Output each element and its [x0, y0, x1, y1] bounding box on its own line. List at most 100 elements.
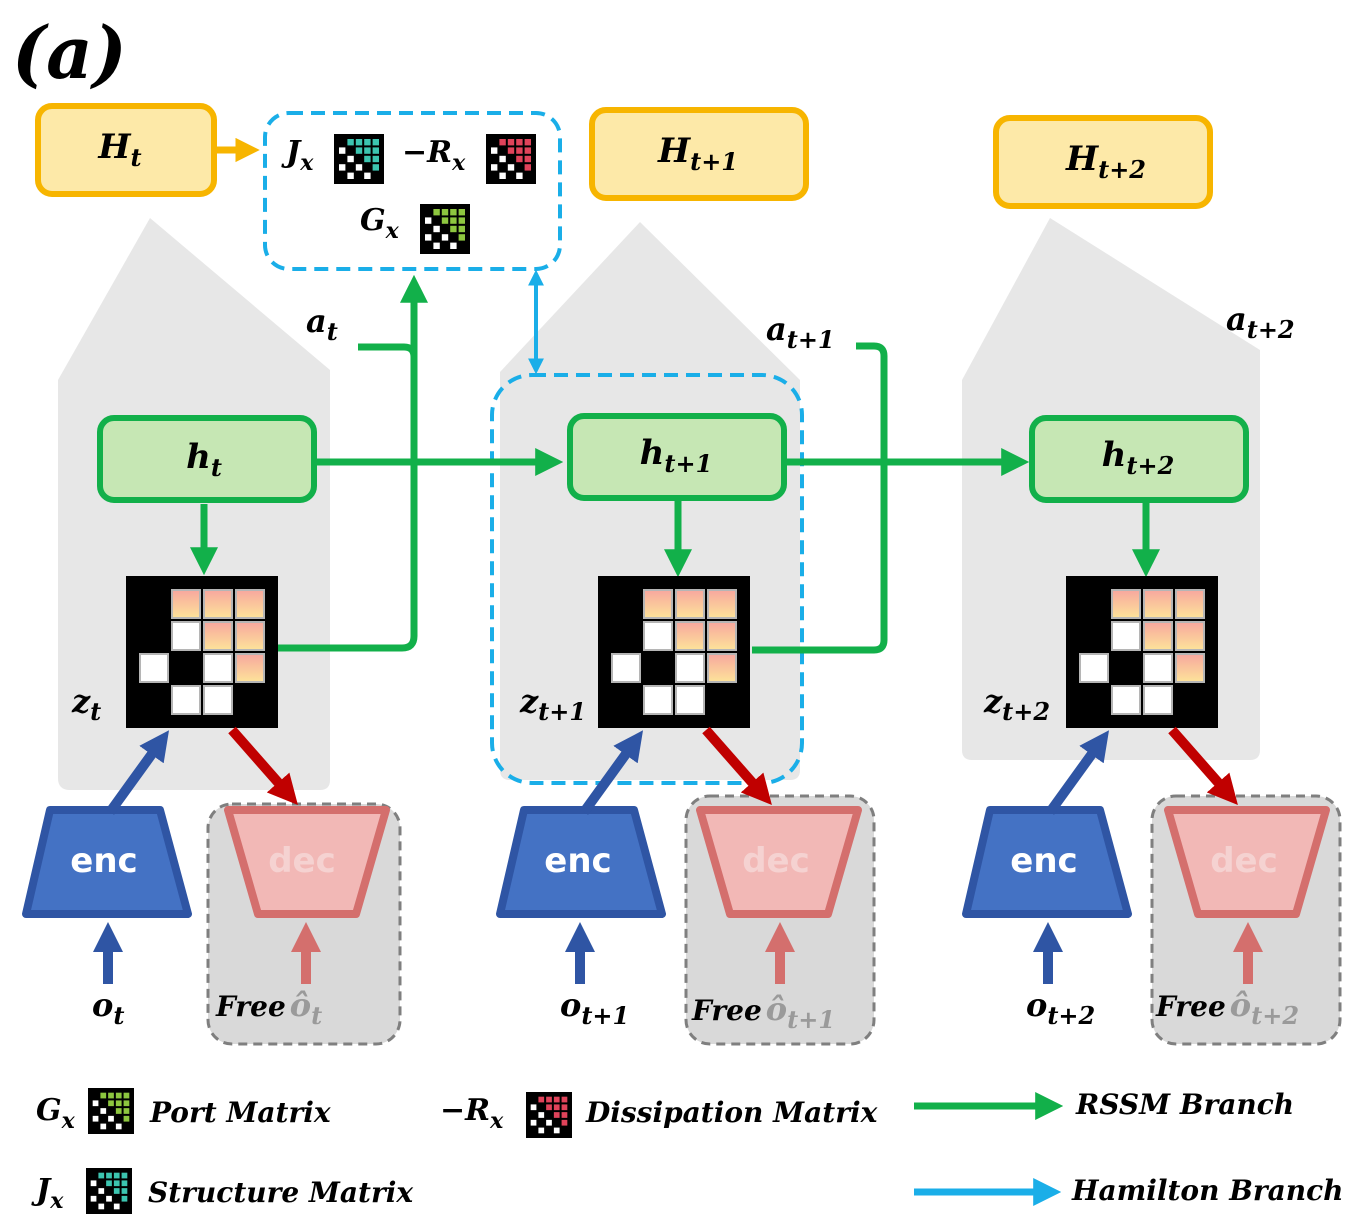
mini-matrix-cell [458, 209, 465, 216]
mini-matrix-cell [364, 147, 371, 154]
decoder-label-t2: dec [1210, 841, 1278, 881]
latent-cell [235, 653, 265, 683]
mini-matrix-cell [121, 1188, 128, 1194]
latent-cell [140, 686, 168, 714]
decoder-t1 [696, 806, 862, 918]
mini-matrix-cell [108, 1092, 114, 1099]
legend-structure-label: Structure Matrix [148, 1176, 413, 1209]
mini-matrix-cell [98, 1203, 105, 1210]
latent-cell [1143, 621, 1173, 651]
mini-matrix-cell [524, 139, 531, 146]
mini-matrix-cell [450, 209, 457, 216]
mini-matrix-cell [561, 1119, 568, 1126]
mini-matrix-cell [92, 1115, 99, 1122]
mini-matrix-cell [450, 217, 457, 224]
latent-label-t1: zt+1 [519, 682, 586, 726]
mini-matrix-cell [113, 1172, 120, 1179]
mini-matrix-cell [121, 1180, 128, 1187]
latent-cell [1080, 622, 1108, 650]
mini-matrix-cell [538, 1096, 545, 1103]
action-line-t [358, 343, 418, 358]
mini-matrix-cell [106, 1195, 112, 1202]
mini-matrix-cell [364, 155, 371, 163]
mini-matrix-cell [121, 1172, 128, 1179]
mini-matrix-cell [561, 1112, 568, 1118]
hamiltonian-label-t2: Ht+2 [1065, 139, 1146, 184]
mini-matrix-cell [347, 172, 354, 179]
mini-matrix-cell [561, 1104, 568, 1111]
mini-matrix-cell [553, 1127, 560, 1134]
mini-matrix-cell [100, 1123, 107, 1130]
latent-cell [1175, 621, 1205, 651]
latent-cell [140, 622, 168, 650]
latent-cell [707, 621, 737, 651]
latent-cell [612, 590, 640, 618]
latent-cell [644, 654, 672, 682]
latent-cell [140, 590, 168, 618]
mini-matrix-cell [113, 1203, 120, 1210]
latent-cell [1111, 685, 1141, 715]
mini-matrix-cell [553, 1104, 560, 1111]
mini-matrix-cell [538, 1112, 545, 1118]
mini-matrix-cell [372, 147, 379, 154]
observation-label-t: ot [92, 986, 124, 1030]
hidden-state-box-t [97, 415, 317, 503]
mini-matrix-cell [524, 164, 531, 171]
mini-matrix-cell [561, 1096, 568, 1103]
latent-cell [1111, 589, 1141, 619]
latent-to-decoder-arrow-t [228, 726, 298, 806]
latent-cell [675, 589, 705, 619]
legend-dissipation-label: Dissipation Matrix [585, 1096, 878, 1129]
mini-matrix-cell [364, 139, 371, 146]
mini-matrix-cell [516, 172, 523, 179]
mini-matrix-cell [339, 147, 346, 154]
mini-matrix-cell [425, 234, 432, 241]
mini-matrix-cell [115, 1100, 122, 1107]
latent-cell [235, 589, 265, 619]
encoder-label-t: enc [70, 841, 137, 881]
latent-cell [707, 653, 737, 683]
latent-to-decoder-arrow-t1 [702, 726, 772, 806]
latent-cell [612, 622, 640, 650]
mini-matrix-cell [458, 234, 465, 241]
mini-matrix-cell [123, 1108, 130, 1114]
mini-matrix-cell [516, 147, 523, 154]
mini-matrix-cell [458, 217, 465, 224]
latent-cell [1143, 685, 1173, 715]
mini-matrix-cell [100, 1108, 107, 1114]
mini-matrix-cell [123, 1115, 130, 1122]
mini-matrix-cell [100, 1092, 107, 1099]
latent-to-decoder-arrow-t2 [1168, 726, 1238, 806]
decoder-t [224, 806, 390, 918]
hamiltonian-label-t: Ht [97, 127, 141, 172]
legend-port-icon [88, 1088, 134, 1134]
mini-matrix-cell [339, 164, 346, 171]
mini-matrix-cell [507, 147, 515, 154]
latent-cell [203, 685, 233, 715]
hidden-state-box-t1 [567, 413, 787, 501]
mini-matrix-cell [441, 234, 449, 241]
latent-cell [643, 685, 673, 715]
latent-cell [203, 589, 233, 619]
encoder-to-latent-arrow-t1 [579, 730, 644, 815]
observation-label-t2: ot+2 [1026, 986, 1095, 1030]
legend-port-label: Port Matrix [149, 1096, 331, 1129]
latent-cell [708, 686, 736, 714]
latent-label-t2: zt+2 [983, 682, 1050, 726]
latent-cell [675, 653, 705, 683]
structure-matrix-icon [334, 134, 384, 184]
mini-matrix-cell [499, 155, 506, 163]
encoder-t1 [496, 806, 666, 918]
mini-matrix-cell [90, 1195, 97, 1202]
latent-cell [1080, 590, 1108, 618]
hamiltonian-box-t1 [589, 107, 809, 201]
mini-matrix-cell [355, 147, 363, 154]
legend-structure-icon [86, 1168, 132, 1214]
port-matrix-icon [420, 204, 470, 254]
mini-matrix-cell [491, 164, 498, 171]
latent-cell [612, 686, 640, 714]
mini-matrix-cell [425, 217, 432, 224]
mini-matrix-cell [538, 1127, 545, 1134]
